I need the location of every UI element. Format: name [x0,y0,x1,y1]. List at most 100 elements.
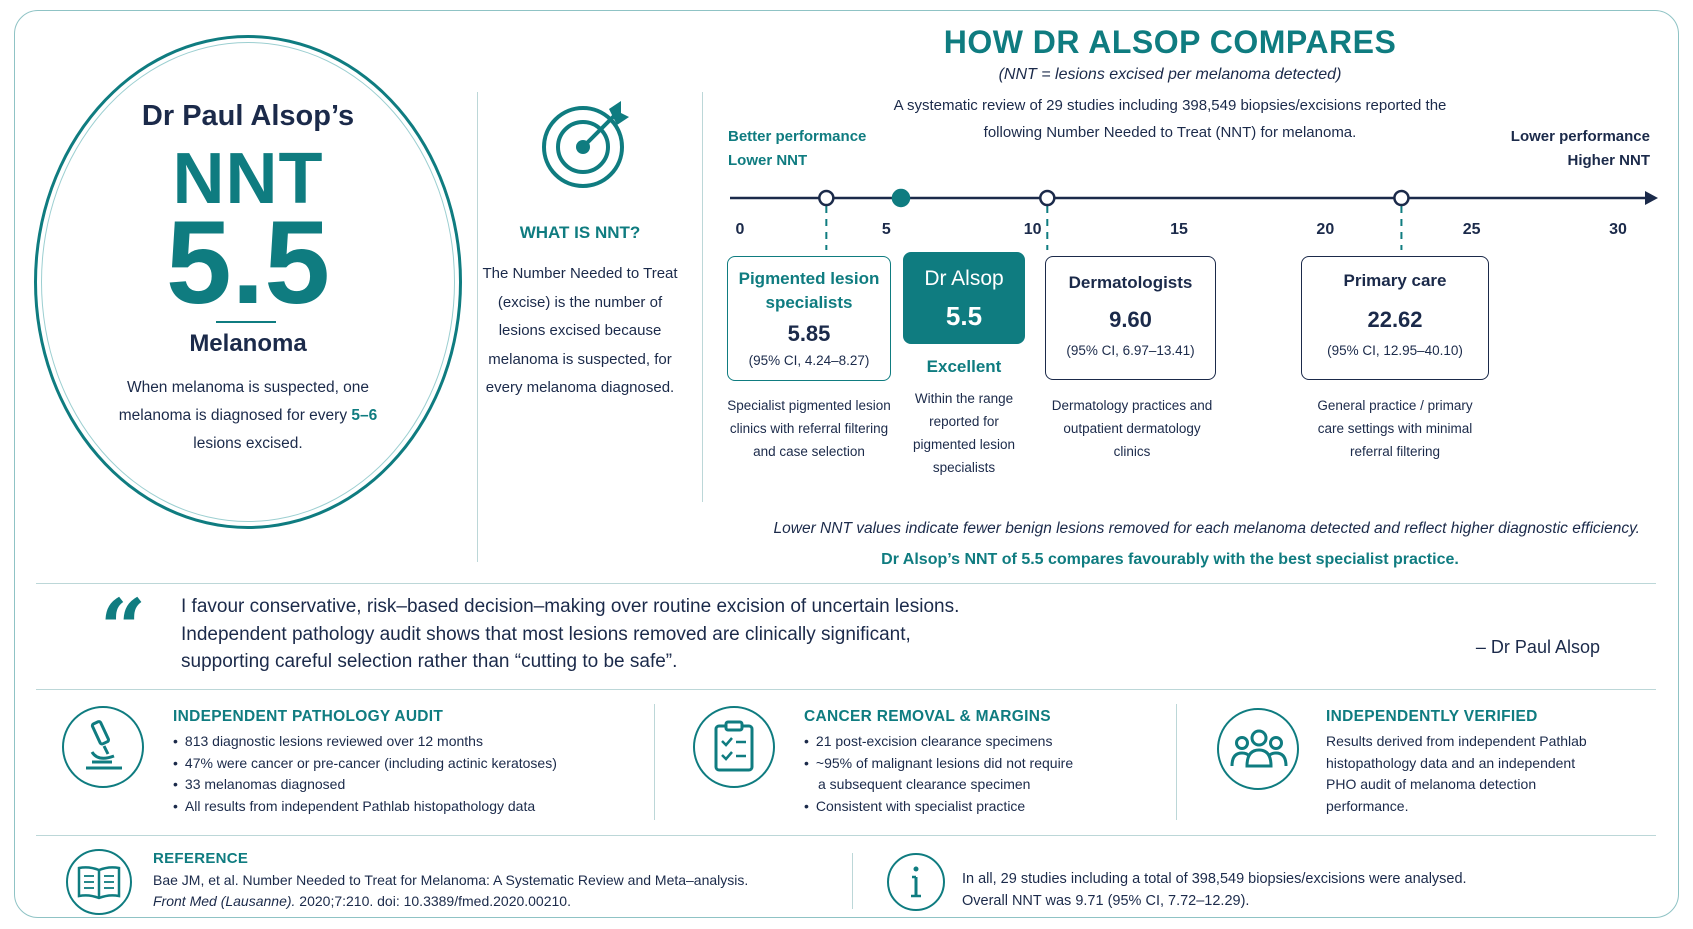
card-name: Dr Alsop [924,267,1004,290]
removal-item: ~95% of malignant lesions did not requir… [804,753,1073,775]
audit-item: All results from independent Pathlab his… [173,796,557,818]
scale-tick-label: 10 [1024,221,1042,238]
profile-value: 5.5 [165,197,331,329]
better-sub: Lower NNT [728,152,808,169]
target-icon [542,101,629,188]
info-line: In all, 29 studies including a total of … [962,871,1467,887]
card-pigmented-lesion-specialists: Pigmented lesion specialists 5.85 (95% C… [727,256,891,381]
reference-details: 2020;7:210. doi: 10.3389/fmed.2020.00210… [295,893,571,909]
quote-line: I favour conservative, risk–based decisi… [181,596,960,617]
profile-divider [216,321,276,323]
audit-icon-circle [62,706,144,788]
note-dr-alsop: Within the range reported for pigmented … [912,391,1016,475]
microscope-icon [86,720,122,770]
quote-line: supporting careful selection rather than… [181,651,678,672]
clipboard-checklist-icon [714,720,754,772]
better-label: Better performance [728,128,867,145]
profile-name: Dr Paul Alsop’s [141,100,355,132]
audit-item: 813 diagnostic lesions reviewed over 12 … [173,731,557,753]
scale-marker [891,188,911,208]
verified-line: PHO audit of melanoma detection [1326,776,1537,792]
card-dr-alsop: Dr Alsop 5.5 [903,252,1025,344]
card-name: Primary care [1343,271,1447,290]
divider-middle [702,92,703,502]
card-primary-care: Primary care 22.62 (95% CI, 12.95–40.10) [1301,256,1489,380]
divider-bottom-2 [1176,704,1177,820]
scale-tick-label: 30 [1609,221,1627,238]
verified-line: Results derived from independent Pathlab [1326,733,1587,749]
card-value: 22.62 [1367,307,1423,332]
profile-condition: Melanoma [189,330,307,357]
divider-bottom-1 [654,704,655,820]
divider-reference [852,853,853,909]
profile-description-post: lesions excised. [193,435,303,452]
removal-icon-circle [693,706,775,788]
scale-arrow [1645,191,1658,205]
audit-item: 33 melanomas diagnosed [173,774,557,796]
lower-sub: Higher NNT [1567,152,1651,169]
profile-ellipse [34,35,462,529]
info-text: In all, 29 studies including a total of … [962,868,1562,912]
profile-description: When melanoma is suspected, one melanoma… [110,374,386,458]
audit-list: 813 diagnostic lesions reviewed over 12 … [173,731,557,817]
note-dermatologists: Dermatology practices and outpatient der… [1051,398,1213,459]
card-value: 5.5 [945,301,983,331]
group-people-icon [1230,729,1288,768]
scale-tick-label: 15 [1170,221,1188,238]
compare-title: HOW DR ALSOP COMPARES [943,24,1397,60]
compare-subtitle: (NNT = lesions excised per melanoma dete… [998,66,1342,83]
divider-left [477,92,478,562]
quote-author: – Dr Paul Alsop [1475,637,1600,657]
info-icon [911,866,921,898]
dr-alsop-rating: Excellent [926,357,1002,376]
profile-description-highlight: 5–6 [351,407,378,424]
card-value: 5.85 [787,321,831,346]
note-pigmented: Specialist pigmented lesion clinics with… [727,398,891,459]
removal-item: Consistent with specialist practice [804,796,1073,818]
quote-line: Independent pathology audit shows that m… [181,623,911,645]
profile-ellipse-inner [41,42,455,522]
card-ci: (95% CI, 6.97–13.41) [1066,343,1195,358]
divider-reference-top [36,835,1656,836]
compare-footnote: Lower NNT values indicate fewer benign l… [773,520,1640,537]
card-dermatologists: Dermatologists 9.60 (95% CI, 6.97–13.41) [1045,256,1216,380]
scale-marker [1039,189,1056,207]
removal-list: 21 post-excision clearance specimens ~95… [804,731,1073,817]
better-performance-label: Better performance Lower NNT [728,125,866,173]
divider-quote-bottom [36,689,1656,690]
verified-title: INDEPENDENTLY VERIFIED [1326,708,1538,725]
quote-mark-icon: “ [100,581,147,675]
card-ci: (95% CI, 12.95–40.10) [1327,343,1463,358]
reference-title: REFERENCE [153,850,249,867]
verified-line: histopathology data and an independent [1326,754,1576,771]
nnt-scale: 0 5 10 15 20 25 30 [730,188,1658,250]
scale-marker [1393,189,1410,207]
quote-text: I favour conservative, risk–based decisi… [181,593,1181,676]
card-name: Dermatologists [1068,273,1193,292]
profile-description-pre: When melanoma is suspected, one melanoma… [118,379,370,424]
removal-item: 21 post-excision clearance specimens [804,731,1073,753]
card-name: Pigmented lesion specialists [738,269,880,312]
reference-journal: Front Med (Lausanne). [153,893,296,909]
open-book-icon [77,866,121,900]
verified-text: Results derived from independent Pathlab… [1326,731,1587,817]
what-is-description: The Number Needed to Treat (excise) is t… [482,265,678,396]
reference-citation: Bae JM, et al. Number Needed to Treat fo… [153,872,749,888]
audit-item: 47% were cancer or pre-cancer (including… [173,753,557,775]
info-line: Overall NNT was 9.71 (95% CI, 7.72–12.29… [962,893,1250,909]
scale-tick-label: 20 [1316,221,1334,238]
info-icon-circle [887,853,945,911]
lower-performance-label: Lower performance Higher NNT [1430,125,1650,173]
scale-tick-label: 0 [736,221,745,238]
note-primary-care: General practice / primary care settings… [1317,398,1473,459]
lower-label: Lower performance [1510,128,1650,145]
removal-title: CANCER REMOVAL & MARGINS [804,708,1051,725]
card-value: 9.60 [1109,307,1152,332]
profile-metric: NNT [172,139,324,219]
scale-tick-label: 5 [882,221,891,238]
scale-marker [818,189,835,207]
card-ci: (95% CI, 4.24–8.27) [748,353,870,368]
compare-description: A systematic review of 29 studies includ… [893,97,1447,141]
scale-tick-label: 25 [1463,221,1481,238]
verified-line: performance. [1326,797,1409,814]
